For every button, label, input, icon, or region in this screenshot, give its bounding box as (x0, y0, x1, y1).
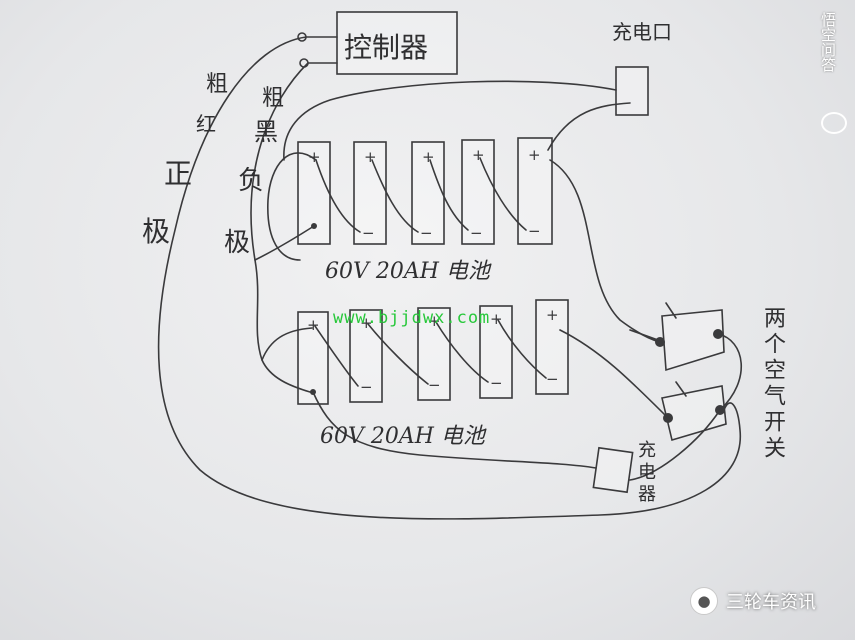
platform-tag: 悟空问答 (819, 12, 837, 72)
battery-cell (417, 307, 451, 401)
minus-symbol: − (428, 376, 441, 394)
air-switch-bottom (661, 385, 727, 442)
minus-symbol: − (528, 222, 541, 240)
negative-label-1: 负 (238, 166, 265, 196)
battery-top-label: 60V 20AH 电池 (325, 259, 490, 284)
positive-label-2: 极 (142, 215, 171, 248)
wechat-icon: ● (690, 587, 718, 615)
air-switch-top (661, 309, 725, 372)
thick-red-label-2: 红 (196, 112, 216, 136)
plus-symbol: + (546, 306, 559, 324)
battery-cell (297, 311, 329, 405)
terminal-symbols-bottom: + + + + + − − − − (307, 306, 559, 396)
battery-row-top (297, 137, 553, 245)
wires (157, 32, 743, 520)
plus-symbol: + (472, 146, 485, 164)
controller-terminal-black (299, 58, 309, 68)
controller-label: 控制器 (344, 31, 429, 64)
minus-symbol: − (420, 224, 433, 242)
air-switches-label: 两个空气开关 (760, 306, 785, 462)
minus-symbol: − (470, 224, 483, 242)
minus-symbol: − (360, 378, 373, 396)
charging-port-label: 充电口 (612, 20, 672, 44)
plus-symbol: + (422, 148, 435, 166)
battery-cell (353, 141, 387, 245)
platform-logo-icon (821, 112, 847, 134)
battery-cell (535, 299, 569, 395)
source-footer: ● 三轮车资讯 (690, 587, 816, 615)
site-watermark: www.bjjdwx.com (333, 308, 491, 328)
series-links (314, 157, 547, 387)
thick-red-label-1: 粗 (206, 72, 229, 97)
fuse-holder-label: 充电器 (635, 440, 656, 506)
battery-row-bottom (297, 299, 569, 405)
battery-cell (461, 139, 495, 245)
thick-black-label-1: 粗 (262, 86, 285, 111)
battery-cell (411, 141, 445, 245)
plus-symbol: + (308, 148, 321, 166)
battery-cell (349, 309, 383, 403)
minus-symbol: − (490, 374, 503, 392)
negative-label-2: 极 (224, 228, 251, 258)
minus-symbol: − (546, 370, 559, 388)
plus-symbol: + (360, 314, 373, 332)
positive-label-1: 正 (164, 157, 193, 190)
battery-bottom-label: 60V 20AH 电池 (320, 424, 485, 449)
plus-symbol: + (364, 148, 377, 166)
battery-cell (479, 305, 513, 399)
charging-port-box (615, 66, 649, 116)
terminal-symbols-top: + + + + + − − − − (308, 146, 541, 242)
battery-cell (517, 137, 553, 245)
plus-symbol: + (528, 146, 541, 164)
source-name: 三轮车资讯 (726, 592, 816, 613)
minus-symbol: − (362, 224, 375, 242)
controller-box (336, 11, 458, 75)
fuse-holder-box (592, 446, 634, 494)
thick-black-label-2: 黑 (254, 118, 278, 146)
